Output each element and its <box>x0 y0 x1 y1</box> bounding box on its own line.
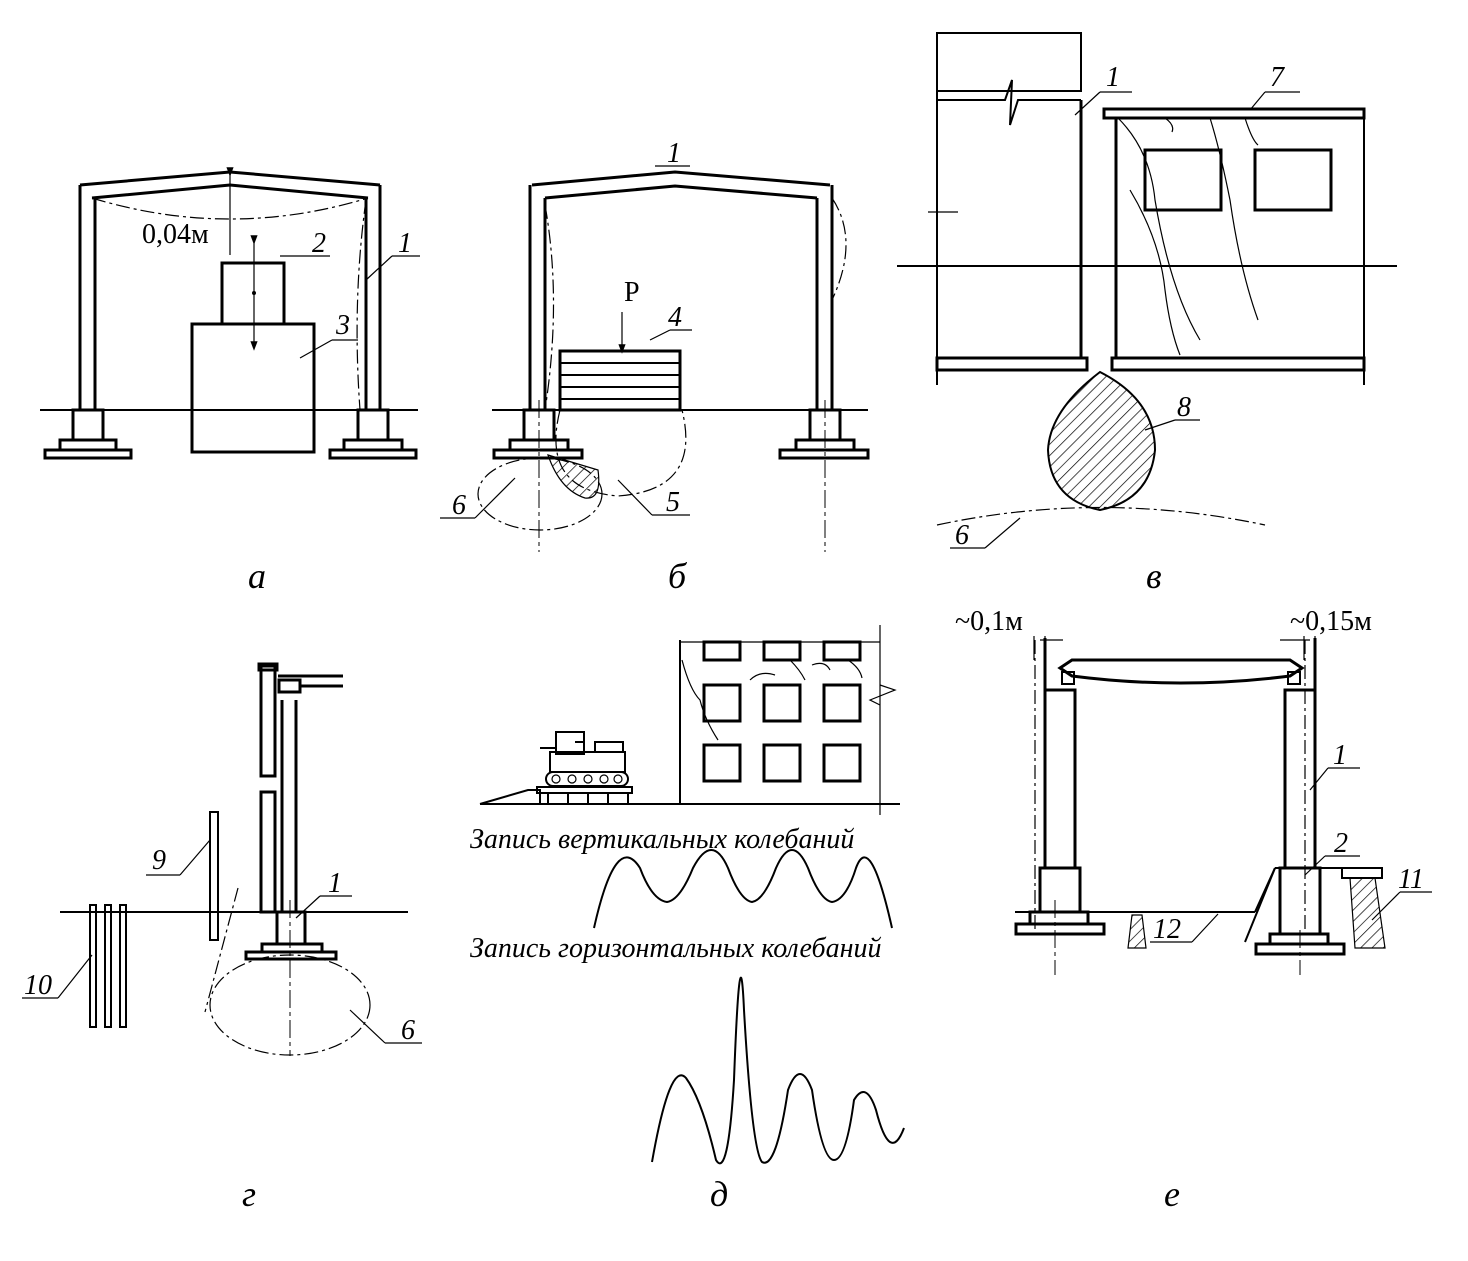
callout-6: 6 <box>955 520 969 551</box>
callout-12: 12 <box>1153 914 1181 945</box>
caption-v: в <box>1146 556 1162 596</box>
vertical-wave <box>593 849 893 929</box>
building-windows <box>702 640 862 783</box>
callout-4: 4 <box>668 302 682 333</box>
horizontal-wave <box>651 976 905 1165</box>
left-shift-label: ~0,1м <box>955 606 1023 637</box>
zone-6 <box>209 954 371 1056</box>
callout-11: 11 <box>1398 864 1424 895</box>
horizontal-record-label: Запись горизонтальных колебаний <box>470 933 881 964</box>
callout-7: 7 <box>1270 62 1285 93</box>
callout-1: 1 <box>398 228 412 259</box>
excavator <box>540 731 629 787</box>
callout-1: 1 <box>1106 62 1120 93</box>
panel-b: P 1 4 6 5 б <box>440 138 870 596</box>
overlap-zone <box>547 454 600 499</box>
settlement-zone <box>1046 370 1157 512</box>
caption-d: д <box>710 1174 728 1214</box>
callout-10: 10 <box>24 970 52 1001</box>
panel-a: 0,04м 2 1 3 а <box>40 167 420 596</box>
callout-5: 5 <box>666 487 680 518</box>
caption-e: е <box>1164 1174 1180 1214</box>
panel-d: Запись вертикальных колебаний Запись гор… <box>470 625 905 1214</box>
callout-1: 1 <box>1333 740 1347 771</box>
crane-beam <box>1057 658 1305 685</box>
adjacent-roof <box>1102 107 1366 120</box>
caption-g: г <box>242 1174 256 1214</box>
right-shift-label: ~0,15м <box>1290 606 1372 637</box>
load-label: P <box>624 277 640 308</box>
callout-3: 3 <box>335 310 350 341</box>
panel-e: ~0,1м ~0,15м 1 2 11 12 е <box>955 606 1432 1214</box>
callout-1: 1 <box>328 868 342 899</box>
callout-6: 6 <box>401 1015 415 1046</box>
dimension-label: 0,04м <box>142 219 209 250</box>
panel-v: 1 7 8 6 в <box>897 32 1397 596</box>
callout-1: 1 <box>667 138 681 169</box>
sheet-pile <box>209 811 219 941</box>
panel-g: 9 1 10 6 г <box>22 662 422 1214</box>
callout-8: 8 <box>1177 392 1191 423</box>
vertical-record-label: Запись вертикальных колебаний <box>470 824 854 855</box>
callout-2: 2 <box>1334 828 1348 859</box>
callout-2: 2 <box>312 228 326 259</box>
roof-deflection <box>91 197 369 220</box>
caption-b: б <box>668 556 688 596</box>
callout-6: 6 <box>452 490 466 521</box>
callout-9: 9 <box>152 845 166 876</box>
caption-a: а <box>248 556 266 596</box>
machine-foundation <box>190 322 316 454</box>
load-stack <box>558 349 682 412</box>
